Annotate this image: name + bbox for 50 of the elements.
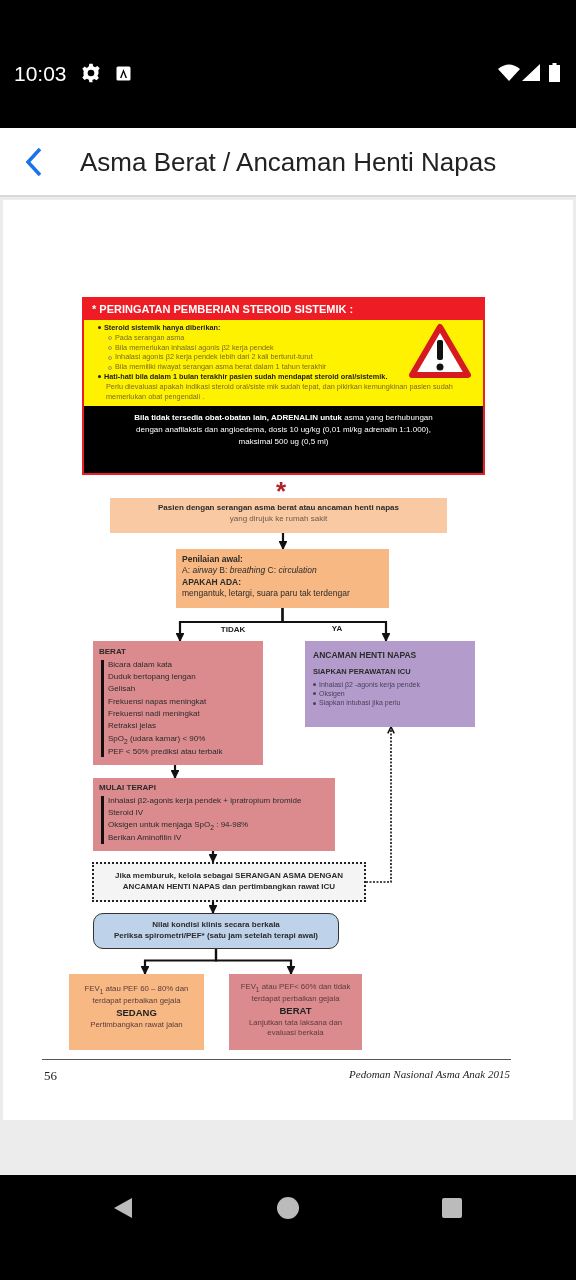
- list-item: Inhalasi β2-agonis kerja pendek + ipratropium bromide: [108, 795, 303, 807]
- warning-heading: * PERINGATAN PEMBERIAN STEROID SISTEMIK :: [84, 299, 483, 320]
- clock-text: 10:03: [14, 62, 67, 86]
- list-item: Bicara dalam kata: [108, 659, 174, 671]
- arrow: [214, 947, 296, 975]
- screen-title: Asma Berat / Ancaman Henti Napas: [80, 147, 497, 178]
- arrow: [278, 533, 288, 550]
- list-item: PEF < 50% prediksi atau terbaik: [108, 746, 224, 758]
- arrow: [281, 608, 391, 642]
- list-item: SpO$_{2}$ (udara kamar) < 90%: [108, 733, 207, 746]
- list-item: Frekuensi napas meningkat: [108, 696, 208, 708]
- box-text: yang dirujuk ke rumah sakit: [228, 513, 329, 525]
- box-heading: BERAT: [99, 647, 127, 658]
- process-box: [93, 778, 335, 851]
- box-heading: APAKAH ADA:: [182, 576, 243, 589]
- box-heading: SEDANG: [115, 1006, 158, 1020]
- box-text: A: airway B: breathing C: circulation: [182, 565, 318, 577]
- list-item: Steroid IV: [108, 808, 145, 819]
- list-item: Retraksi jelas: [108, 721, 157, 733]
- box-heading: Penilaian awal:: [182, 554, 244, 566]
- process-box: [305, 641, 475, 727]
- outcome-box: [69, 974, 204, 1050]
- asterisk-mark: *: [276, 476, 287, 506]
- process-box: [93, 641, 263, 765]
- process-box: [92, 862, 366, 902]
- box-heading: BERAT: [278, 1004, 313, 1018]
- process-box: [110, 498, 447, 533]
- list-item: Gelisah: [108, 684, 137, 696]
- box-text: mengantuk, letargi, suara paru tak terdengar: [182, 588, 351, 600]
- box-heading: Pasien dengan serangan asma berat atau ancaman henti napas: [157, 503, 400, 514]
- box-heading: MULAI TERAPI: [99, 783, 157, 794]
- list-item: Berikan Aminofilin IV: [108, 833, 183, 845]
- list-item: Oksigen untuk menjaga SpO$_{2}$ : 94-98%: [108, 820, 250, 832]
- box-text: Jika memburuk, kelola sebagai SERANGAN ASMA DENGAN ANCAMAN HENTI NAPAS dan pertimbangkan rawat ICU: [114, 871, 344, 893]
- outcome-box: [229, 974, 362, 1050]
- box-text: Periksa spirometri/PEF* (satu jam setelah terapi awal): [112, 930, 320, 942]
- arrow: [208, 902, 218, 914]
- box-heading: ANCAMAN HENTI NAPAS: [313, 650, 418, 662]
- edge-label: TIDAK: [218, 625, 248, 634]
- page-number: 56: [44, 1068, 57, 1084]
- arrow: [208, 848, 218, 863]
- warning-panel: [82, 297, 485, 475]
- footer-text: Pedoman Nasional Asma Anak 2015: [349, 1068, 510, 1080]
- box-text: Nilai kondisi klinis secara berkala: [151, 920, 281, 931]
- rounded-box: [93, 913, 339, 949]
- list-item: Duduk bertopang lengan: [108, 672, 197, 683]
- arrow: [170, 762, 180, 779]
- list-item: Frekuensi nadi meningkat: [108, 709, 201, 720]
- process-box: [176, 549, 389, 608]
- edge-label: YA: [329, 624, 345, 633]
